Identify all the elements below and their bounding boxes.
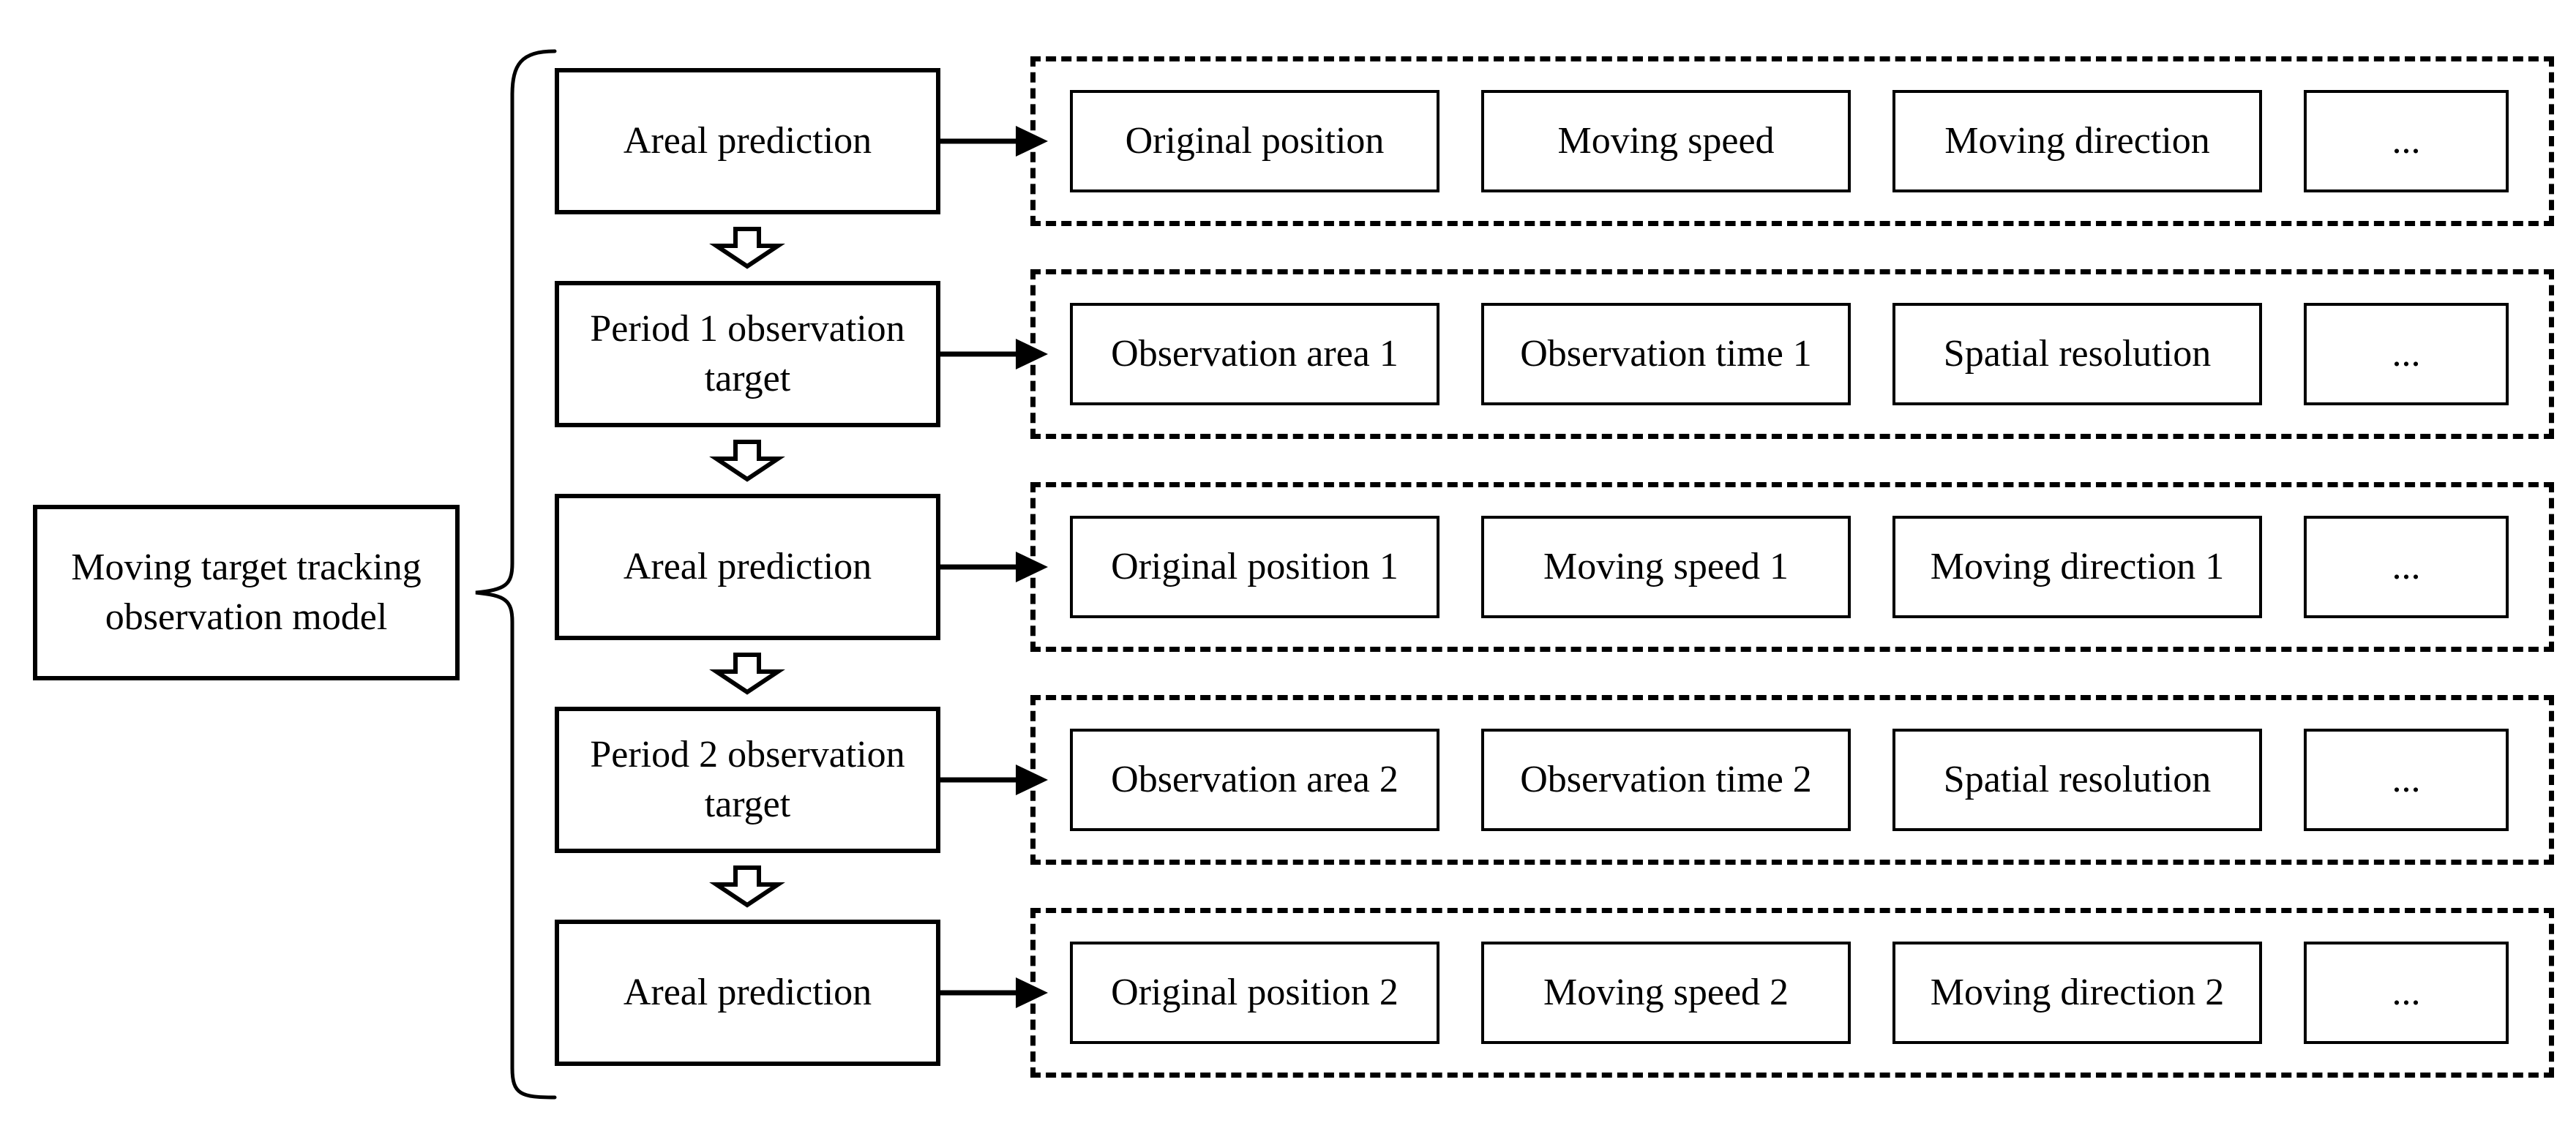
item-box: Moving direction [1892, 90, 2262, 192]
flow-node-areal-prediction-1: Areal prediction [555, 68, 940, 214]
item-box-ellipsis: ... [2304, 942, 2509, 1044]
item-box: Spatial resolution [1892, 303, 2262, 405]
item-box: Original position [1070, 90, 1439, 192]
item-box: Moving direction 2 [1892, 942, 2262, 1044]
item-box: Observation area 2 [1070, 729, 1439, 831]
item-box: Moving direction 1 [1892, 516, 2262, 618]
curly-brace [475, 49, 557, 1100]
item-box: Observation time 1 [1481, 303, 1851, 405]
item-box-ellipsis: ... [2304, 90, 2509, 192]
down-arrow-icon [709, 865, 785, 908]
dashed-group-row3: Original position 1 Moving speed 1 Movin… [1030, 482, 2554, 652]
item-box: Moving speed 1 [1481, 516, 1851, 618]
item-box: Observation time 2 [1481, 729, 1851, 831]
down-arrow-icon [709, 227, 785, 269]
flow-node-period2-target: Period 2 observation target [555, 707, 940, 853]
item-box: Moving speed [1481, 90, 1851, 192]
item-box-ellipsis: ... [2304, 303, 2509, 405]
item-box-ellipsis: ... [2304, 729, 2509, 831]
item-box: Original position 2 [1070, 942, 1439, 1044]
flow-node-areal-prediction-2: Areal prediction [555, 494, 940, 640]
dashed-group-row4: Observation area 2 Observation time 2 Sp… [1030, 695, 2554, 865]
item-box: Original position 1 [1070, 516, 1439, 618]
item-box: Moving speed 2 [1481, 942, 1851, 1044]
root-label-box: Moving target tracking observation model [33, 505, 460, 680]
dashed-group-row5: Original position 2 Moving speed 2 Movin… [1030, 908, 2554, 1078]
dashed-group-row2: Observation area 1 Observation time 1 Sp… [1030, 269, 2554, 439]
down-arrow-icon [709, 653, 785, 695]
flow-node-areal-prediction-3: Areal prediction [555, 920, 940, 1066]
down-arrow-icon [709, 440, 785, 482]
item-box: Spatial resolution [1892, 729, 2262, 831]
item-box: Observation area 1 [1070, 303, 1439, 405]
dashed-group-row1: Original position Moving speed Moving di… [1030, 56, 2554, 226]
item-box-ellipsis: ... [2304, 516, 2509, 618]
flow-node-period1-target: Period 1 observation target [555, 281, 940, 427]
